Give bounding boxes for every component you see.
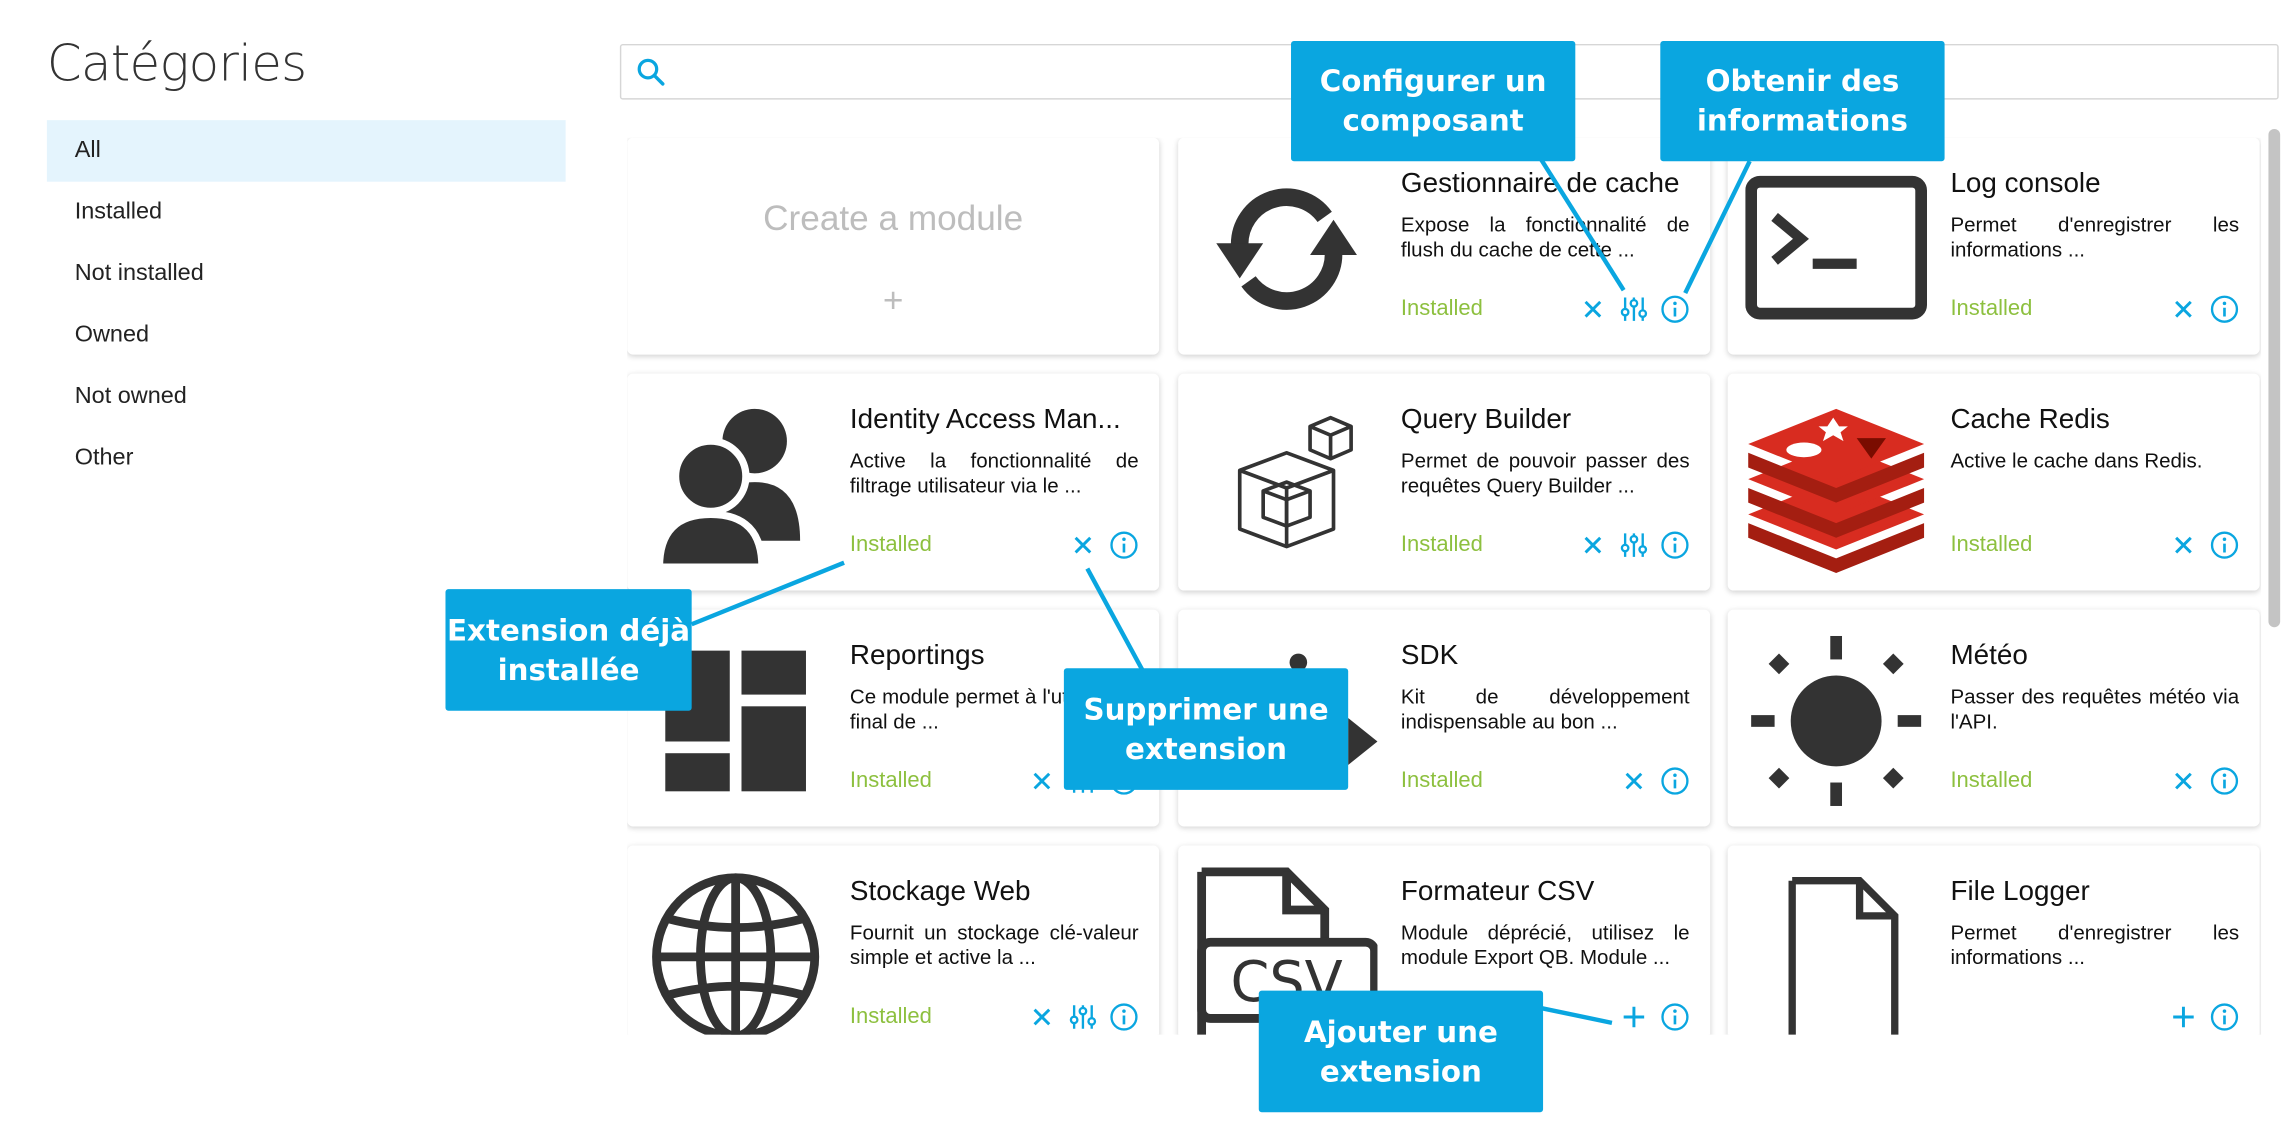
module-description: Active le cache dans Redis. bbox=[1950, 448, 2203, 472]
status-installed: Installed bbox=[1950, 531, 2033, 557]
sdk-icon bbox=[1289, 653, 1378, 765]
plus-icon: + bbox=[882, 281, 904, 321]
module-description: Passer des requêtes météo via l'API. bbox=[1950, 684, 2240, 733]
module-name: Météo bbox=[1950, 640, 2028, 672]
module-description: Module déprécié, utilisez le module Expo… bbox=[1400, 920, 1690, 969]
scrollbar[interactable] bbox=[2268, 128, 2281, 628]
status-installed: Installed bbox=[849, 1003, 932, 1029]
status-installed: Installed bbox=[1400, 767, 1483, 793]
info-icon[interactable] bbox=[1660, 1002, 1689, 1031]
info-icon[interactable] bbox=[1109, 1002, 1138, 1031]
category-owned[interactable]: Owned bbox=[74, 322, 150, 348]
status-installed: Installed bbox=[1400, 296, 1483, 321]
module-card[interactable]: Identity Access Man... Active la fonctio… bbox=[627, 373, 1160, 591]
status-installed: Installed bbox=[1950, 296, 2033, 321]
info-icon[interactable] bbox=[2210, 766, 2239, 795]
module-description: Expose la fonctionnalité de flush du cac… bbox=[1400, 212, 1690, 261]
remove-icon[interactable] bbox=[1619, 766, 1648, 795]
status-installed: Installed bbox=[849, 531, 932, 557]
add-icon[interactable] bbox=[1619, 1002, 1648, 1031]
module-description: Permet d'enregistrer les informations ..… bbox=[1950, 212, 2240, 261]
callout-add: Ajouter une extension bbox=[1258, 990, 1544, 1113]
module-name: Stockage Web bbox=[849, 876, 1031, 908]
file-icon bbox=[1788, 877, 1899, 1035]
module-name: Cache Redis bbox=[1950, 404, 2110, 436]
info-icon[interactable] bbox=[2210, 295, 2239, 324]
module-description: Permet d'enregistrer les informations ..… bbox=[1950, 920, 2240, 969]
users-icon bbox=[655, 408, 801, 571]
info-icon[interactable] bbox=[2210, 1002, 2239, 1031]
module-card[interactable]: Query Builder Permet de pouvoir passer d… bbox=[1178, 373, 1711, 591]
module-name: Identity Access Man... bbox=[849, 404, 1121, 436]
category-all[interactable]: All bbox=[46, 120, 566, 182]
create-module-label: Create a module bbox=[763, 199, 1024, 239]
module-card[interactable]: Météo Passer des requêtes météo via l'AP… bbox=[1727, 609, 2260, 827]
category-other[interactable]: Other bbox=[74, 445, 134, 471]
sliders-icon[interactable] bbox=[1068, 1002, 1097, 1031]
module-description: Fournit un stockage clé-valeur simple et… bbox=[849, 920, 1139, 969]
sync-icon bbox=[1216, 188, 1357, 310]
callout-remove: Supprimer une extension bbox=[1063, 668, 1349, 790]
module-name: Gestionnaire de cache bbox=[1400, 168, 1680, 200]
categories-title: Catégories bbox=[46, 35, 307, 94]
status-installed: Installed bbox=[849, 767, 932, 793]
module-name: Formateur CSV bbox=[1400, 876, 1595, 908]
callout-configure: Configurer un composant bbox=[1291, 41, 1576, 162]
info-icon[interactable] bbox=[2210, 530, 2239, 559]
info-icon[interactable] bbox=[1660, 295, 1689, 324]
module-name: File Logger bbox=[1950, 876, 2090, 908]
remove-icon[interactable] bbox=[1578, 295, 1607, 324]
module-name: Log console bbox=[1950, 168, 2101, 200]
cubes-icon bbox=[1237, 415, 1353, 549]
dashboard-icon bbox=[665, 650, 806, 792]
module-card[interactable]: Stockage Web Fournit un stockage clé-val… bbox=[627, 845, 1160, 1035]
remove-icon[interactable] bbox=[2169, 530, 2198, 559]
info-icon[interactable] bbox=[1109, 530, 1138, 559]
info-icon[interactable] bbox=[1660, 530, 1689, 559]
category-not-owned[interactable]: Not owned bbox=[74, 383, 187, 409]
module-card[interactable]: Cache Redis Active le cache dans Redis. … bbox=[1727, 373, 2260, 591]
module-description: Permet de pouvoir passer des requêtes Qu… bbox=[1400, 448, 1690, 497]
module-grid: Create a module + Gestionnaire de cache … bbox=[627, 137, 2261, 1035]
sliders-icon[interactable] bbox=[1619, 530, 1648, 559]
remove-icon[interactable] bbox=[1027, 766, 1056, 795]
create-module-card[interactable]: Create a module + bbox=[627, 137, 1160, 355]
module-name: SDK bbox=[1400, 640, 1459, 672]
module-card[interactable]: Gestionnaire de cache Expose la fonction… bbox=[1178, 137, 1711, 355]
status-installed: Installed bbox=[1400, 531, 1483, 557]
module-description: Active la fonctionnalité de filtrage uti… bbox=[849, 448, 1139, 497]
module-card[interactable]: Log console Permet d'enregistrer les inf… bbox=[1727, 137, 2260, 355]
terminal-icon bbox=[1745, 175, 1927, 320]
search-icon[interactable] bbox=[635, 56, 667, 88]
remove-icon[interactable] bbox=[2169, 766, 2198, 795]
add-icon[interactable] bbox=[2169, 1002, 2198, 1031]
module-name: Query Builder bbox=[1400, 404, 1572, 436]
module-description: Kit de développement indispensable au bo… bbox=[1400, 684, 1690, 733]
redis-icon bbox=[1748, 408, 1925, 573]
module-card[interactable]: File Logger Permet d'enregistrer les inf… bbox=[1727, 845, 2260, 1035]
sun-icon bbox=[1751, 635, 1922, 806]
category-installed[interactable]: Installed bbox=[74, 199, 163, 225]
status-installed: Installed bbox=[1950, 767, 2033, 793]
remove-icon[interactable] bbox=[2169, 295, 2198, 324]
callout-info: Obtenir des informations bbox=[1660, 41, 1945, 162]
callout-installed: Extension déjà installée bbox=[445, 589, 692, 711]
info-icon[interactable] bbox=[1660, 766, 1689, 795]
sliders-icon[interactable] bbox=[1619, 295, 1648, 324]
remove-icon[interactable] bbox=[1068, 530, 1097, 559]
category-list: All Installed Not installed Owned Not ow… bbox=[46, 120, 566, 489]
category-not-installed[interactable]: Not installed bbox=[74, 260, 204, 286]
remove-icon[interactable] bbox=[1027, 1002, 1056, 1031]
globe-icon bbox=[652, 873, 820, 1035]
remove-icon[interactable] bbox=[1578, 530, 1607, 559]
